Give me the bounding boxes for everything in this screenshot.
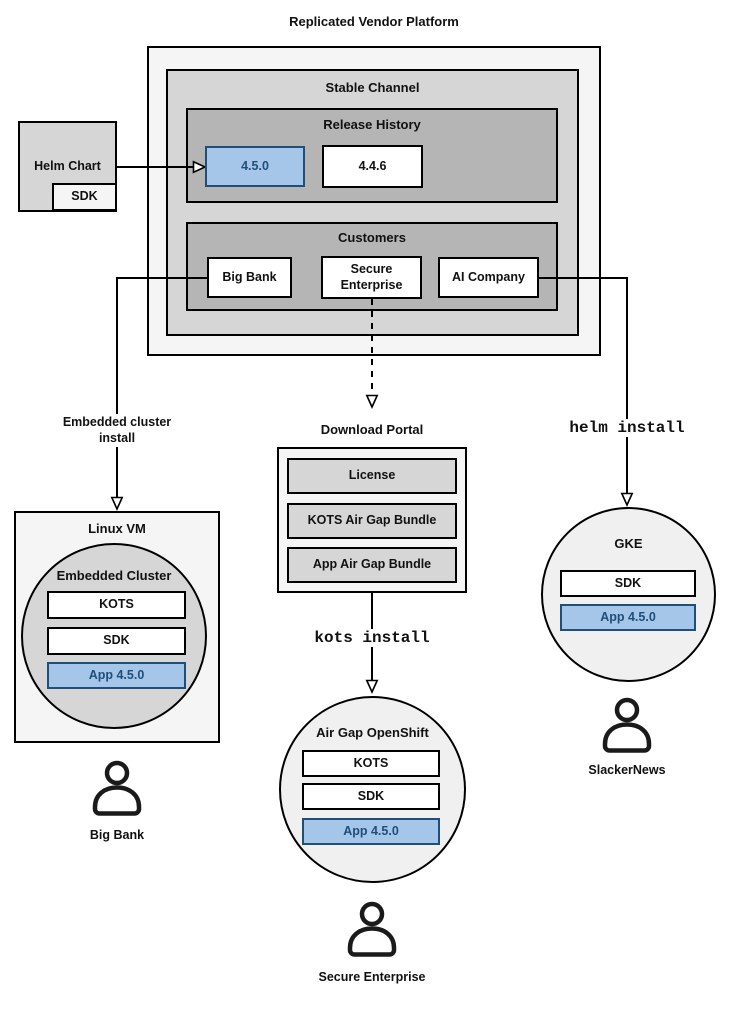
- download-portal-title: Download Portal: [302, 422, 442, 437]
- ag-app-box: App 4.5.0: [302, 818, 440, 845]
- release-4-4-6: 4.4.6: [322, 145, 423, 188]
- ec-sdk-box: SDK: [47, 627, 186, 655]
- ag-sdk-box: SDK: [302, 783, 440, 810]
- secure-enterprise-user-label: Secure Enterprise: [318, 970, 426, 984]
- ag-kots-box: KOTS: [302, 750, 440, 777]
- slackernews-user-icon: [600, 697, 654, 755]
- release-4-5-0: 4.5.0: [205, 146, 305, 187]
- embedded-install-label: Embedded cluster install: [57, 414, 177, 448]
- page-title: Replicated Vendor Platform: [289, 14, 459, 29]
- portal-arrow-head: [365, 679, 379, 694]
- release-history-title: Release History: [323, 117, 421, 132]
- secure-enterprise-user-icon: [345, 901, 399, 959]
- portal-kots-bundle-box: KOTS Air Gap Bundle: [287, 503, 457, 539]
- gke-title: GKE: [614, 536, 643, 551]
- customers-title: Customers: [338, 230, 406, 245]
- ai-company-arrow-head: [620, 492, 634, 507]
- big-bank-user-label: Big Bank: [89, 828, 145, 842]
- big-bank-user-icon: [90, 760, 144, 818]
- gke-app-box: App 4.5.0: [560, 604, 696, 631]
- kots-install-label: kots install: [307, 629, 437, 647]
- linux-vm-title: Linux VM: [88, 521, 146, 536]
- stable-channel-title: Stable Channel: [325, 80, 420, 95]
- helm-chart-sdk-box: SDK: [52, 183, 117, 211]
- airgap-openshift-title: Air Gap OpenShift: [316, 725, 429, 740]
- helm-install-label: helm install: [562, 419, 692, 437]
- gke-sdk-box: SDK: [560, 570, 696, 597]
- customer-big-bank: Big Bank: [207, 257, 292, 298]
- big-bank-arrow-head: [110, 496, 124, 511]
- slackernews-user-label: SlackerNews: [588, 763, 666, 777]
- helm-chart-label: Helm Chart: [34, 159, 101, 173]
- portal-app-bundle-box: App Air Gap Bundle: [287, 547, 457, 583]
- portal-license-box: License: [287, 458, 457, 494]
- embedded-cluster-title: Embedded Cluster: [56, 568, 172, 583]
- ec-app-box: App 4.5.0: [47, 662, 186, 689]
- ec-kots-box: KOTS: [47, 591, 186, 619]
- customer-secure-enterprise: Secure Enterprise: [321, 256, 422, 299]
- customer-ai-company: AI Company: [438, 257, 539, 298]
- secure-enterprise-arrow-head: [365, 394, 379, 409]
